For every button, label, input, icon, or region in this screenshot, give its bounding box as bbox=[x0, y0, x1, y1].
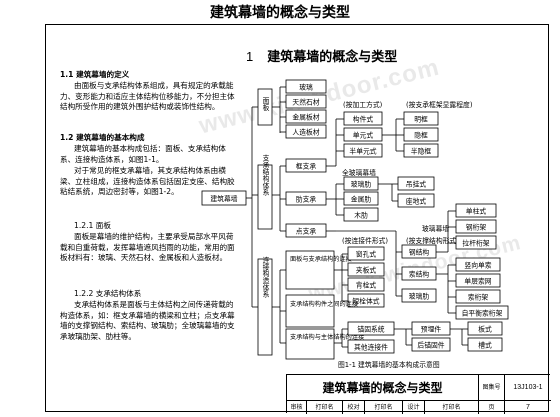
title-block-sign-2: 打印名 bbox=[365, 401, 403, 414]
diagram-header-process: (按加工方式) bbox=[343, 100, 383, 109]
title-block-page-label: 页 bbox=[479, 401, 505, 414]
svg-text:夹板式: 夹板式 bbox=[356, 266, 377, 275]
diagram-branch-panel-label: 面板 bbox=[261, 97, 269, 112]
page-top-title: 建筑幕墙的概念与类型 bbox=[210, 5, 350, 21]
svg-text:木肋: 木肋 bbox=[354, 211, 368, 220]
title-block-sign-3: 打印名 bbox=[425, 401, 479, 414]
section-1-1-paragraph: 由面板与支承结构体系组成，具有规定的承载能力、变形能力和适应主体结构位移能力，不… bbox=[60, 81, 235, 112]
title-block-review: 审核 bbox=[287, 401, 307, 414]
svg-text:短栓体式: 短栓体式 bbox=[352, 297, 379, 306]
section-1-2-1-paragraph: 面板是幕墙的维护结构，主要承受局部水平风荷载和自重荷载，发挥幕墙遮风挡雨的功能，… bbox=[60, 232, 235, 263]
svg-text:单层索网: 单层索网 bbox=[464, 277, 491, 286]
diagram-plate-items: 板式 槽式 bbox=[462, 321, 503, 352]
svg-text:其他连接件: 其他连接件 bbox=[354, 343, 388, 352]
svg-text:拉杆桁架: 拉杆桁架 bbox=[462, 239, 489, 248]
svg-text:索桁架: 索桁架 bbox=[468, 293, 489, 302]
diagram-conn-main bbox=[285, 328, 335, 360]
svg-text:肋支承: 肋支承 bbox=[296, 195, 317, 204]
svg-text:玻璃肋: 玻璃肋 bbox=[351, 180, 372, 189]
title-block-check: 校对 bbox=[343, 401, 365, 414]
svg-text:窗孔式: 窗孔式 bbox=[356, 250, 377, 259]
title-block-page-number: 7 bbox=[526, 404, 530, 411]
svg-text:隐框: 隐框 bbox=[414, 131, 428, 140]
diagram-point-support bbox=[285, 223, 327, 238]
diagram-point-items: 钢结构 索结构 玻璃肋 bbox=[396, 244, 437, 303]
section-1-2-2-heading: 1.2.2 支承结构体系 bbox=[74, 289, 142, 298]
diagram-conn-panel-frame-items: 窗孔式 夹板式 背栓式 短栓体式 bbox=[342, 246, 385, 308]
diagram-header-connect-form-2: (按支撑结构形式) bbox=[406, 236, 459, 245]
section-1-1-heading: 1.1 建筑幕墙的定义 bbox=[60, 70, 130, 79]
svg-text:钢结构: 钢结构 bbox=[409, 248, 430, 257]
svg-text:玻璃: 玻璃 bbox=[299, 83, 313, 92]
section-1-2-paragraph-1: 建筑幕墙的基本构成包括：面板、支承结构体系、连接构造体系，如图1-1。 bbox=[60, 144, 226, 164]
section-1-2-paragraph-2: 对于常见的框支承幕墙，其支承结构体系由横梁、立柱组成，连接构造体系包括固定支座、… bbox=[60, 166, 235, 197]
svg-text:半单元式: 半单元式 bbox=[349, 147, 376, 156]
diagram-cable-items: 竖向单索 单层索网 索桁架 自平衡索桁架 bbox=[448, 257, 509, 320]
diagram-header-exposure: (按支承框架显露程度) bbox=[406, 100, 473, 109]
svg-text:金属肋: 金属肋 bbox=[351, 195, 372, 204]
section-1-2-2-paragraph: 支承结构体系是面板与主体结构之间传递荷载的构造体系，如：框支承幕墙的横梁和立柱；… bbox=[60, 300, 235, 341]
section-1-2-heading: 1.2 建筑幕墙的基本构成 bbox=[60, 133, 145, 142]
diagram-branch-connect-label: 连接构造体系 bbox=[261, 256, 269, 298]
title-block: 建筑幕墙的概念与类型 图集号 13J103-1 审核 打印名 校对 打印名 设计… bbox=[286, 374, 551, 414]
svg-text:槽式: 槽式 bbox=[478, 341, 492, 350]
svg-text:自平衡索桁架: 自平衡索桁架 bbox=[462, 309, 503, 318]
svg-text:竖向单索: 竖向单索 bbox=[464, 261, 491, 270]
svg-text:支承结构与主体结构的连接: 支承结构与主体结构的连接 bbox=[290, 333, 364, 341]
svg-text:座地式: 座地式 bbox=[406, 197, 427, 206]
diagram-caption: 图1-1 建筑幕墙的基本构成示意图 bbox=[338, 360, 440, 369]
title-block-sign-row: 审核 打印名 校对 打印名 设计 打印名 页 7 bbox=[287, 401, 551, 414]
title-block-sign-1: 打印名 bbox=[307, 401, 343, 414]
diagram-panel-items: 玻璃 天然石材 金属板材 人造板材 bbox=[280, 79, 327, 139]
title-block-atlas-number: 13J103-1 bbox=[505, 375, 551, 401]
svg-text:构件式: 构件式 bbox=[353, 115, 374, 124]
svg-text:索结构: 索结构 bbox=[409, 270, 430, 279]
section-1-2-1-heading: 1.2.1 面板 bbox=[74, 221, 111, 230]
svg-text:框支承: 框支承 bbox=[296, 162, 317, 171]
svg-text:单柱式: 单柱式 bbox=[466, 207, 487, 216]
diagram-header-connect-form: (按连接件形式) bbox=[342, 236, 388, 245]
diagram-embed-items: 预埋件 后锚固件 bbox=[406, 321, 451, 352]
diagram-steel-items: 单柱式 钢桁架 拉杆桁架 bbox=[448, 203, 497, 250]
svg-text:吊挂式: 吊挂式 bbox=[406, 180, 427, 189]
svg-text:天然石材: 天然石材 bbox=[292, 98, 319, 107]
diagram-rib-items: 玻璃肋 金属肋 木肋 bbox=[336, 176, 379, 222]
diagram-branch-support-label: 支承结构体系 bbox=[261, 154, 269, 196]
svg-text:面板与支承结构的连接: 面板与支承结构的连接 bbox=[290, 255, 352, 263]
diagram-conn-inner bbox=[285, 294, 335, 328]
svg-text:人造板材: 人造板材 bbox=[292, 128, 319, 137]
diagram-frame-support bbox=[285, 158, 327, 173]
svg-text:玻璃肋: 玻璃肋 bbox=[409, 292, 430, 301]
svg-text:后锚固件: 后锚固件 bbox=[417, 341, 444, 350]
svg-text:钢桁架: 钢桁架 bbox=[466, 223, 487, 232]
title-block-main-title: 建筑幕墙的概念与类型 bbox=[287, 375, 479, 401]
diagram-conn-main-items: 锚固系统 其他连接件 bbox=[342, 321, 395, 354]
chapter-title: 1 建筑幕墙的概念与类型 bbox=[246, 46, 397, 65]
svg-text:点支承: 点支承 bbox=[296, 227, 317, 236]
composition-diagram: 建筑幕墙 面板 玻璃 天然石材 金属板材 人造板材 支承结构体系 框支承 (按加… bbox=[201, 79, 509, 369]
diagram-process-items: 构件式 单元式 半单元式 bbox=[336, 111, 383, 158]
diagram-rib-support bbox=[285, 191, 327, 206]
diagram-conn-panel-frame bbox=[285, 250, 335, 290]
title-block-atlas-label: 图集号 bbox=[479, 375, 505, 401]
svg-text:支承结构构件之间的连接: 支承结构构件之间的连接 bbox=[290, 300, 358, 308]
diagram-header-glass: 全玻璃幕墙 bbox=[342, 168, 376, 177]
svg-text:背栓式: 背栓式 bbox=[356, 281, 377, 290]
drawing-sheet: www.kiwindoor.com www.kiwindoor.com 1建筑幕… bbox=[45, 24, 551, 414]
diagram-branch-support bbox=[257, 164, 273, 230]
diagram-hang-items: 吊挂式 座地式 bbox=[392, 176, 435, 208]
svg-text:板式: 板式 bbox=[478, 325, 492, 334]
svg-text:金属板材: 金属板材 bbox=[292, 113, 319, 122]
svg-text:半隐框: 半隐框 bbox=[411, 147, 432, 156]
diagram-header-point-title: 玻璃幕墙 bbox=[422, 224, 449, 233]
diagram-exposure-items: 明框 隐框 半隐框 bbox=[396, 111, 439, 158]
chapter-number: 1 bbox=[246, 49, 254, 64]
title-block-design: 设计 bbox=[403, 401, 425, 414]
svg-text:明框: 明框 bbox=[414, 115, 428, 124]
chapter-heading: 建筑幕墙的概念与类型 bbox=[267, 50, 398, 65]
svg-text:预埋件: 预埋件 bbox=[421, 325, 442, 334]
svg-text:锚固系统: 锚固系统 bbox=[357, 325, 384, 334]
svg-text:单元式: 单元式 bbox=[353, 131, 374, 140]
diagram-root-label: 建筑幕墙 bbox=[210, 194, 237, 203]
